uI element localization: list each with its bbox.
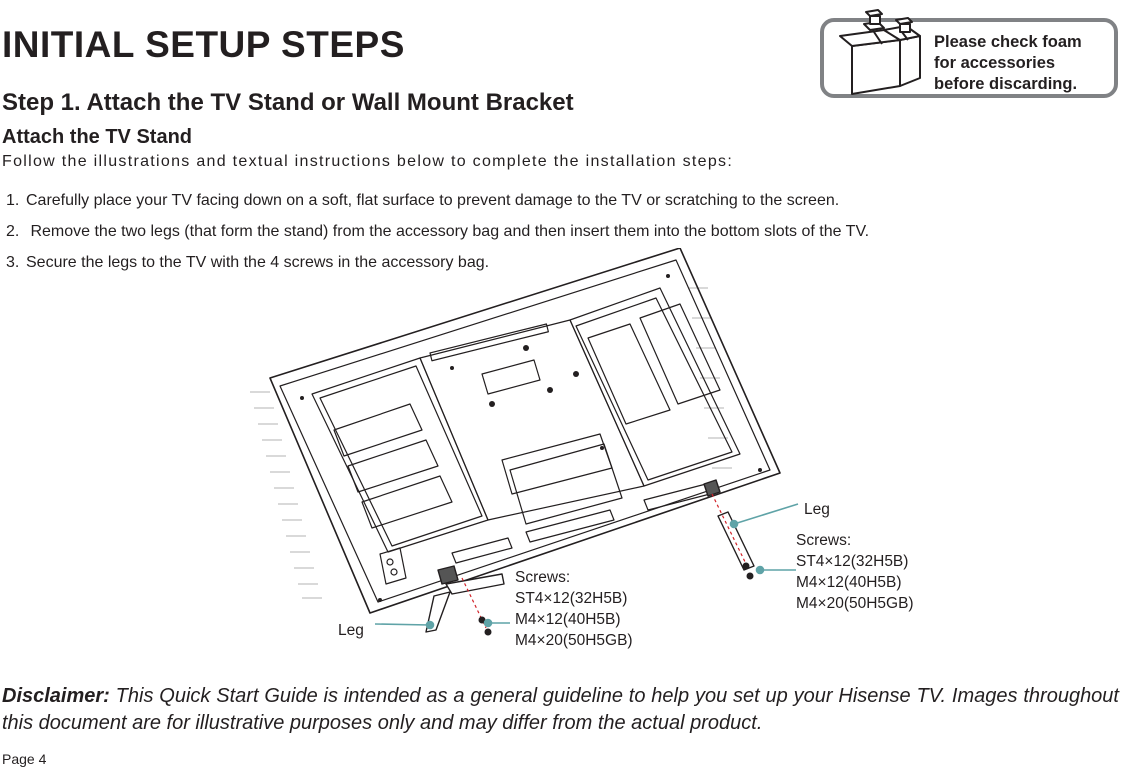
section-subheading: Attach the TV Stand [2,126,193,148]
screw-spec: M4×20(50H5GB) [796,595,914,612]
screw-spec: ST4×12(32H5B) [796,553,909,570]
step-text: Secure the legs to the TV with the 4 scr… [26,254,490,271]
screw-spec: ST4×12(32H5B) [515,590,628,607]
notice-line: before discarding. [934,75,1078,93]
notice-line: for accessories [934,54,1056,72]
screws-callout-right: Screws: ST4×12(32H5B) M4×12(40H5B) M4×20… [796,530,914,614]
screw-spec: M4×12(40H5B) [515,611,621,628]
screws-title: Screws: [796,532,852,549]
step-number: 3. [6,254,20,271]
screw-spec: M4×12(40H5B) [796,574,902,591]
page-number: Page 4 [2,751,47,767]
disclaimer: Disclaimer: This Quick Start Guide is in… [2,683,1119,737]
screw-spec: M4×20(50H5GB) [515,632,633,649]
intro-text: Follow the illustrations and textual ins… [2,153,734,170]
disclaimer-label: Disclaimer: [2,685,110,707]
leg-label-right: Leg [804,501,830,518]
step-number: 1. [6,192,20,209]
screws-title: Screws: [515,569,571,586]
notice-line: Please check foam [934,33,1082,51]
step-heading: Step 1. Attach the TV Stand or Wall Moun… [2,89,574,116]
open-box-icon [839,9,921,95]
instruction-step-2: 2. Remove the two legs (that form the st… [6,223,869,241]
instruction-step-1: 1. Carefully place your TV facing down on… [6,192,839,210]
step-text: Remove the two legs (that form the stand… [26,223,870,240]
disclaimer-text: This Quick Start Guide is intended as a … [2,685,1119,734]
screws-callout-left: Screws: ST4×12(32H5B) M4×12(40H5B) M4×20… [515,567,633,651]
accessories-notice-box: Please check foam for accessories before… [820,9,1118,98]
notice-text: Please check foam for accessories before… [934,32,1114,95]
instruction-step-3: 3. Secure the legs to the TV with the 4 s… [6,254,489,272]
tv-back-illustration [250,248,799,636]
page-title: INITIAL SETUP STEPS [2,24,405,65]
step-text: Carefully place your TV facing down on a… [26,192,840,209]
leg-label-left: Leg [338,622,364,639]
step-number: 2. [6,223,20,240]
